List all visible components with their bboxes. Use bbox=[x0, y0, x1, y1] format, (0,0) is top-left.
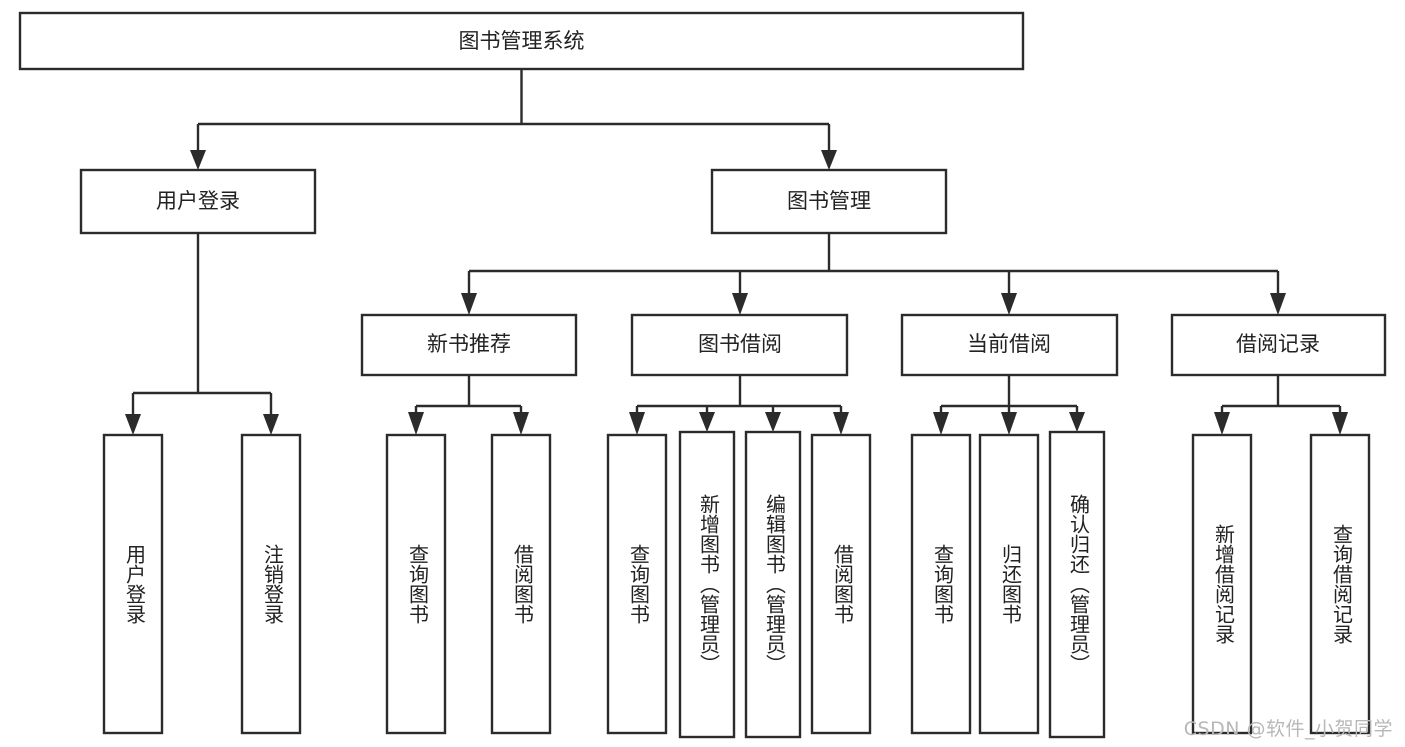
node-book-borrow[interactable]: 图书借阅 bbox=[630, 313, 849, 377]
node-leaf-return-book-label: 归还图书 bbox=[999, 544, 1023, 624]
node-book-admin-box[interactable] bbox=[710, 168, 948, 235]
arrowhead-borrow-record bbox=[1270, 293, 1286, 315]
node-leaf-borrow-book-2-label: 借阅图书 bbox=[831, 544, 855, 624]
node-root-label: 图书管理系统 bbox=[459, 29, 585, 53]
node-leaf-user-login-box[interactable] bbox=[102, 433, 164, 735]
node-leaf-edit-book-box[interactable] bbox=[744, 430, 802, 739]
node-user-login[interactable]: 用户登录 bbox=[79, 168, 317, 235]
arrowhead-leaf-query-book-3 bbox=[933, 412, 949, 435]
node-new-book-rec-label: 新书推荐 bbox=[427, 332, 511, 356]
node-user-login-box[interactable] bbox=[79, 168, 317, 235]
node-book-admin[interactable]: 图书管理 bbox=[710, 168, 948, 235]
node-leaf-query-book-3-label: 查询图书 bbox=[931, 544, 955, 624]
node-leaf-query-book-1[interactable]: 查询图书 bbox=[385, 433, 447, 735]
node-leaf-user-login[interactable]: 用户登录 bbox=[102, 433, 164, 735]
node-leaf-user-login-label: 用户登录 bbox=[123, 544, 147, 624]
connector-group-user-login bbox=[125, 233, 279, 435]
arrowhead-book-borrow bbox=[732, 293, 748, 315]
node-leaf-add-book-label: 新增图书（管理员） bbox=[697, 494, 721, 674]
node-leaf-add-record-box[interactable] bbox=[1191, 433, 1253, 735]
node-leaf-edit-book-label: 编辑图书（管理员） bbox=[763, 494, 787, 674]
node-book-admin-label: 图书管理 bbox=[787, 189, 871, 213]
arrowhead-leaf-user-login bbox=[125, 414, 141, 435]
node-leaf-query-record-label: 查询借阅记录 bbox=[1330, 524, 1354, 644]
node-leaf-borrow-book-1-box[interactable] bbox=[490, 433, 552, 735]
node-leaf-borrow-book-2[interactable]: 借阅图书 bbox=[810, 433, 872, 735]
arrowhead-leaf-confirm-return bbox=[1069, 412, 1085, 432]
node-leaf-add-record[interactable]: 新增借阅记录 bbox=[1191, 433, 1253, 735]
arrowhead-leaf-borrow-book-2 bbox=[833, 412, 849, 435]
node-user-login-label: 用户登录 bbox=[156, 189, 240, 213]
node-leaf-borrow-book-1-label: 借阅图书 bbox=[511, 544, 535, 624]
node-current-borrow[interactable]: 当前借阅 bbox=[900, 313, 1119, 377]
connector-group-book-admin bbox=[461, 233, 1286, 315]
node-book-borrow-box[interactable] bbox=[630, 313, 849, 377]
node-book-borrow-label: 图书借阅 bbox=[698, 332, 782, 356]
node-leaf-user-logout-label: 注销登录 bbox=[261, 544, 285, 624]
node-leaf-confirm-return-label: 确认归还（管理员） bbox=[1067, 494, 1091, 674]
connector-group-new-book-rec bbox=[408, 375, 529, 435]
arrowhead-leaf-edit-book bbox=[765, 412, 781, 432]
node-borrow-record[interactable]: 借阅记录 bbox=[1170, 313, 1387, 377]
connector-group-book-borrow bbox=[629, 375, 849, 435]
node-leaf-add-book[interactable]: 新增图书（管理员） bbox=[678, 430, 736, 739]
arrowhead-new-book-rec bbox=[461, 293, 477, 315]
node-current-borrow-label: 当前借阅 bbox=[967, 332, 1051, 356]
node-leaf-add-record-label: 新增借阅记录 bbox=[1212, 524, 1236, 644]
arrowhead-book-admin bbox=[821, 150, 837, 170]
node-leaf-add-book-box[interactable] bbox=[678, 430, 736, 739]
node-leaf-query-record[interactable]: 查询借阅记录 bbox=[1309, 433, 1371, 735]
node-borrow-record-label: 借阅记录 bbox=[1236, 332, 1320, 356]
node-new-book-rec-box[interactable] bbox=[360, 313, 578, 377]
node-leaf-query-book-1-label: 查询图书 bbox=[406, 544, 430, 624]
node-leaf-query-book-2-label: 查询图书 bbox=[627, 544, 651, 624]
node-leaf-borrow-book-1[interactable]: 借阅图书 bbox=[490, 433, 552, 735]
node-leaf-return-book[interactable]: 归还图书 bbox=[978, 433, 1040, 735]
arrowhead-current-borrow bbox=[1001, 293, 1017, 315]
connector-group-borrow-record bbox=[1214, 375, 1348, 435]
node-leaf-query-book-3-box[interactable] bbox=[910, 433, 972, 735]
node-leaf-confirm-return[interactable]: 确认归还（管理员） bbox=[1048, 430, 1106, 739]
arrowhead-leaf-return-book bbox=[1001, 412, 1017, 435]
node-leaf-borrow-book-2-box[interactable] bbox=[810, 433, 872, 735]
arrowhead-leaf-query-book-1 bbox=[408, 412, 424, 435]
node-leaf-return-book-box[interactable] bbox=[978, 433, 1040, 735]
node-leaf-user-logout-box[interactable] bbox=[240, 433, 302, 735]
arrowhead-leaf-query-record bbox=[1332, 412, 1348, 435]
node-root-box[interactable] bbox=[18, 11, 1025, 71]
watermark: CSDN @软件_小贺同学 bbox=[1183, 718, 1393, 740]
node-borrow-record-box[interactable] bbox=[1170, 313, 1387, 377]
node-leaf-query-record-box[interactable] bbox=[1309, 433, 1371, 735]
node-new-book-rec[interactable]: 新书推荐 bbox=[360, 313, 578, 377]
node-leaf-query-book-2-box[interactable] bbox=[606, 433, 668, 735]
node-leaf-query-book-3[interactable]: 查询图书 bbox=[910, 433, 972, 735]
connector-group-root bbox=[190, 69, 837, 170]
node-leaf-query-book-1-box[interactable] bbox=[385, 433, 447, 735]
arrowhead-leaf-add-book bbox=[699, 412, 715, 432]
connector-group-current-borrow bbox=[933, 375, 1085, 435]
node-leaf-confirm-return-box[interactable] bbox=[1048, 430, 1106, 739]
node-leaf-edit-book[interactable]: 编辑图书（管理员） bbox=[744, 430, 802, 739]
node-leaf-user-logout[interactable]: 注销登录 bbox=[240, 433, 302, 735]
arrowhead-user-login bbox=[190, 150, 206, 170]
node-leaf-query-book-2[interactable]: 查询图书 bbox=[606, 433, 668, 735]
node-root[interactable]: 图书管理系统 bbox=[18, 11, 1025, 71]
arrowhead-leaf-query-book-2 bbox=[629, 412, 645, 435]
node-current-borrow-box[interactable] bbox=[900, 313, 1119, 377]
arrowhead-leaf-borrow-book-1 bbox=[513, 412, 529, 435]
arrowhead-leaf-user-logout bbox=[263, 414, 279, 435]
arrowhead-leaf-add-record bbox=[1214, 412, 1230, 435]
